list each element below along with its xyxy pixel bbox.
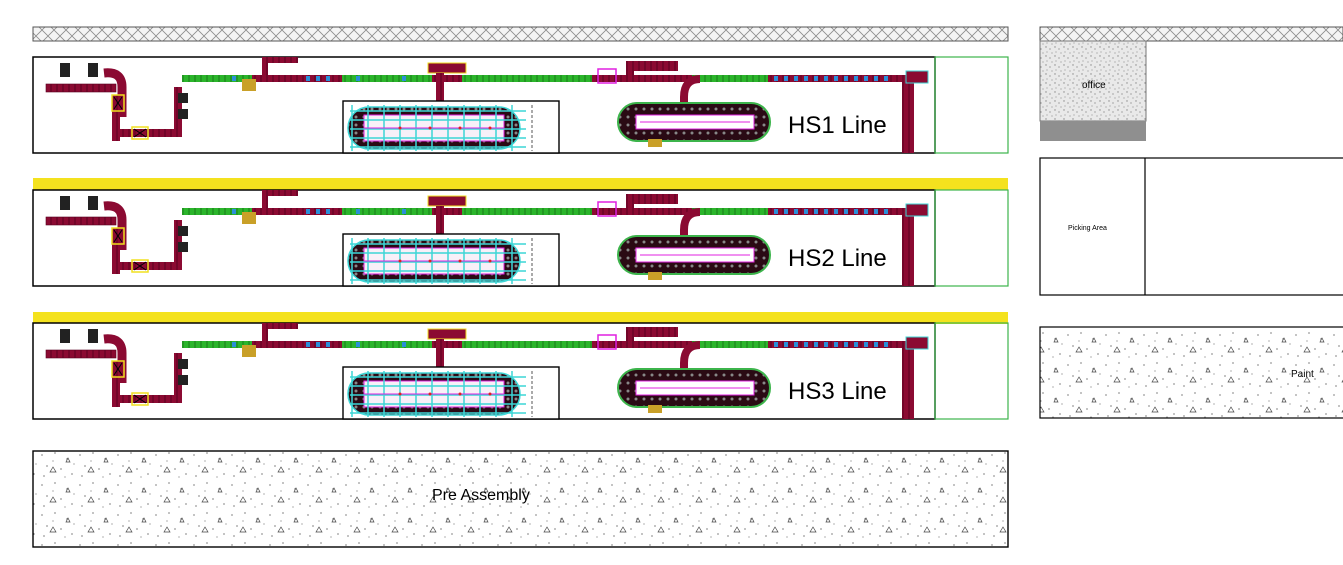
pre-assembly-area: Pre Assembly [32,450,1009,548]
production-line-hs2: HS2 Line [33,190,1008,286]
wall-top-left [32,26,1009,42]
walkway-strip-2 [33,312,1008,324]
production-line-hs3: HS3 Line [33,323,1008,419]
picking-area: Picking Area [1039,157,1343,296]
paint-area: Paint [1039,326,1343,419]
production-line-hs1: HS1 Line [33,57,1008,153]
line-label-hs1: HS1 Line [788,112,887,139]
pre-assembly-label: Pre Assembly [432,487,530,504]
wall-top-right [1039,26,1343,42]
walkway-strip-1 [33,178,1008,190]
line-label-hs2: HS2 Line [788,245,887,272]
picking-area-label: Picking Area [1068,225,1107,232]
office-area: office [1039,40,1147,141]
line-label-hs3: HS3 Line [788,378,887,405]
paint-label: Paint [1291,369,1314,380]
office-label: office [1082,80,1106,91]
